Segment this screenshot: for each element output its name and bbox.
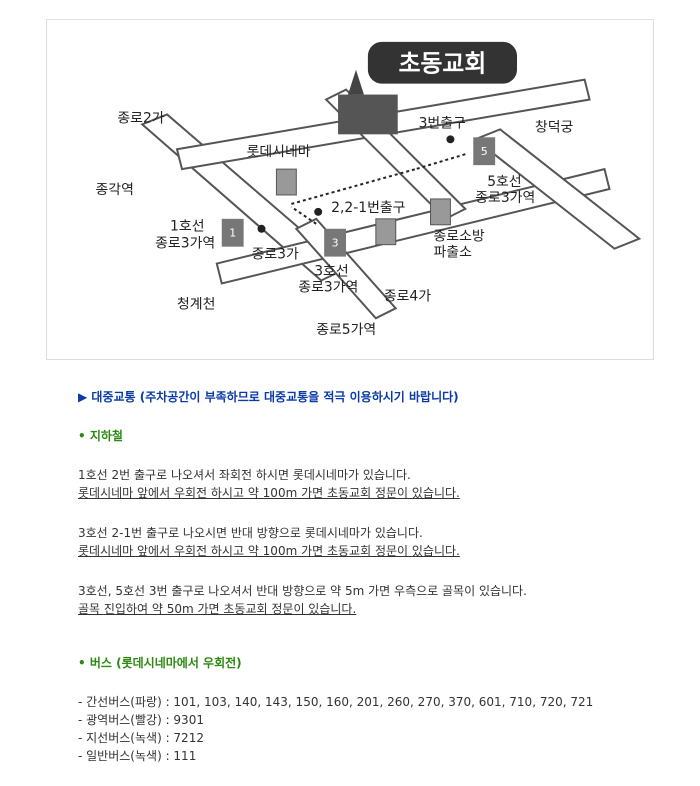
svg-text:종로3가역: 종로3가역 <box>298 279 358 295</box>
station-markers: 1 3 5 <box>221 137 496 257</box>
subway-direction-1: 1호선 2번 출구로 나오셔서 좌회전 하시면 롯데시네마가 있습니다.롯데시네… <box>78 468 460 500</box>
transit-heading: ▶ 대중교통 (주차공간이 부족하므로 대중교통을 적극 이용하시기 바랍니다) <box>78 390 459 404</box>
svg-text:종로3가역: 종로3가역 <box>475 190 535 206</box>
svg-text:3호선: 3호선 <box>314 263 348 279</box>
svg-text:종각역: 종각역 <box>96 182 134 198</box>
svg-text:5: 5 <box>481 145 488 158</box>
svg-text:청계천: 청계천 <box>177 296 215 312</box>
svg-text:종로5가역: 종로5가역 <box>316 322 376 338</box>
svg-text:종로3가역: 종로3가역 <box>155 236 215 252</box>
svg-text:롯데시네마: 롯데시네마 <box>247 144 311 160</box>
bus-line: - 광역버스(빨강) : 9301 <box>78 713 204 727</box>
svg-text:2,2-1번출구: 2,2-1번출구 <box>331 200 406 216</box>
map-labels: 종로2가 롯데시네마 3번출구 창덕궁 5호선 종로3가역 종각역 2,2-1번… <box>96 110 574 338</box>
svg-text:창덕궁: 창덕궁 <box>535 119 574 135</box>
svg-text:1: 1 <box>229 227 236 240</box>
church-sign: 초동교회 <box>338 41 518 135</box>
svg-text:1호선: 1호선 <box>170 219 204 235</box>
subway-direction-3: 3호선, 5호선 3번 출구로 나오셔서 반대 방향으로 약 5m 가면 우측으… <box>78 584 527 616</box>
location-map: 초동교회 1 3 5 종로2가 롯데시네마 3번출구 창덕궁 5호선 종로3가역… <box>46 19 654 360</box>
svg-text:종로3가: 종로3가 <box>252 247 299 263</box>
svg-text:종로4가: 종로4가 <box>384 288 431 304</box>
svg-text:3: 3 <box>332 237 339 250</box>
svg-text:5호선: 5호선 <box>487 174 521 190</box>
bus-list: - 간선버스(파랑) : 101, 103, 140, 143, 150, 16… <box>78 693 678 765</box>
bus-line: - 간선버스(파랑) : 101, 103, 140, 143, 150, 16… <box>78 695 594 709</box>
buildings <box>275 168 451 246</box>
bus-line: - 일반버스(녹색) : 111 <box>78 749 197 763</box>
svg-text:종로소방: 종로소방 <box>434 229 485 245</box>
svg-text:파출소: 파출소 <box>434 245 473 261</box>
subway-title: • 지하철 <box>78 429 123 443</box>
subway-direction-2: 3호선 2-1번 출구로 나오시면 반대 방향으로 롯데시네마가 있습니다.롯데… <box>78 526 460 558</box>
svg-text:초동교회: 초동교회 <box>399 50 487 78</box>
svg-text:종로2가: 종로2가 <box>117 110 164 126</box>
svg-text:3번출구: 3번출구 <box>419 115 466 131</box>
bus-line: - 지선버스(녹색) : 7212 <box>78 731 204 745</box>
bus-title: • 버스 (롯데시네마에서 우회전) <box>78 656 242 670</box>
